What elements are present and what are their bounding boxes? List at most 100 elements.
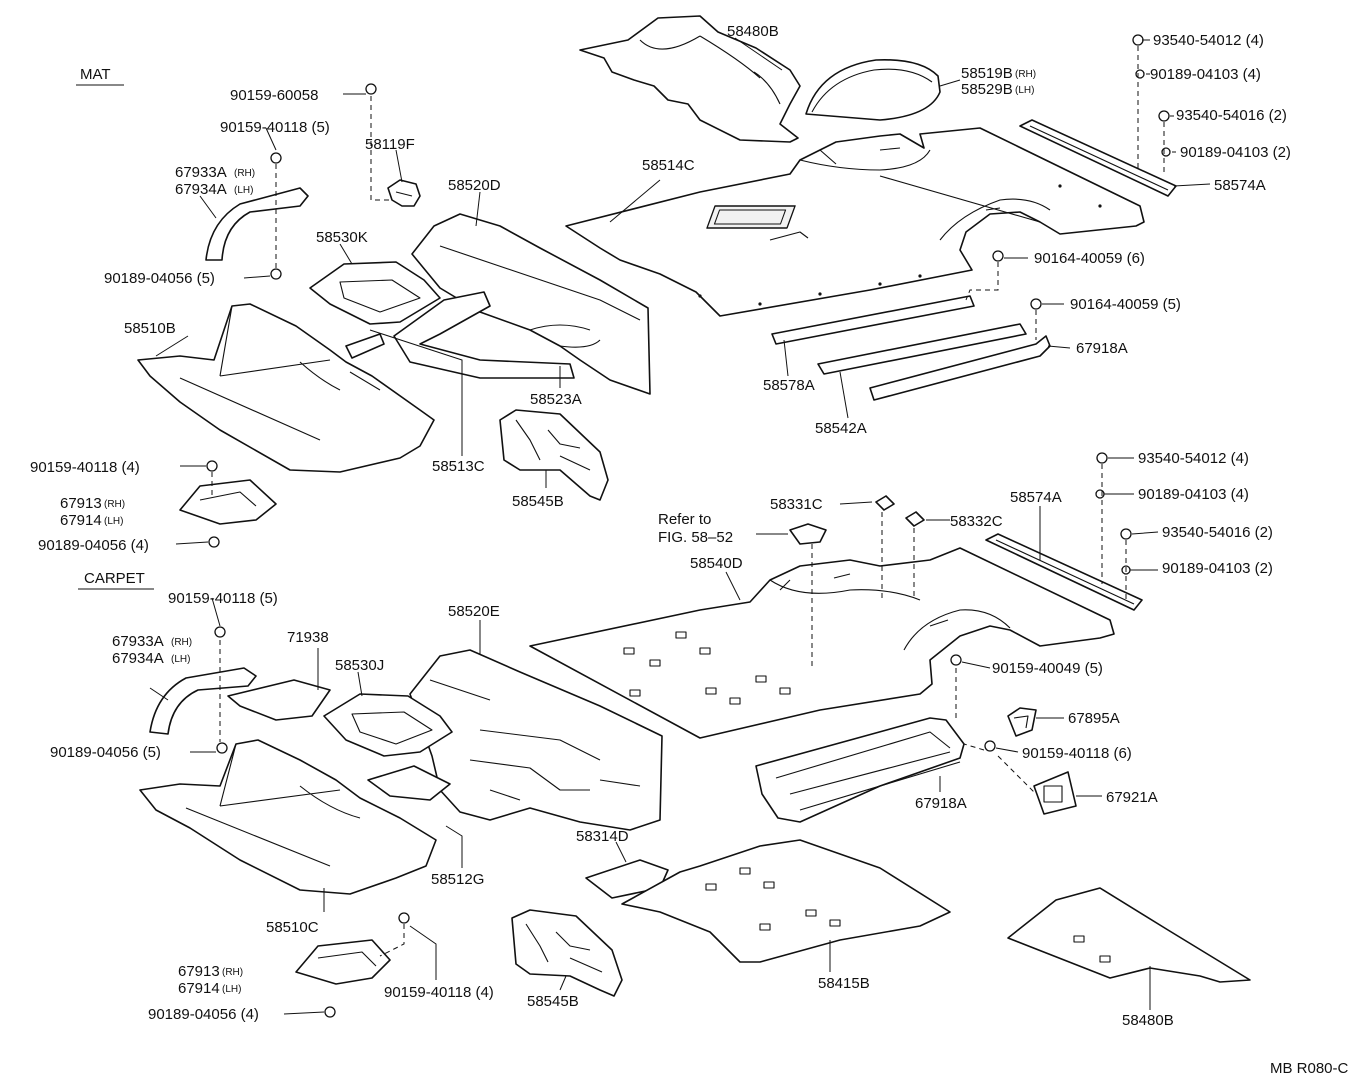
label-67934A-b: 67934A — [112, 650, 164, 667]
label-58519B-side: (RH) — [1015, 69, 1036, 80]
label-90159-40118-6: 90159-40118 (6) — [1022, 745, 1132, 762]
part-58513C — [345, 333, 385, 359]
reference-line1: Refer to — [658, 511, 711, 528]
label-58512G: 58512G — [431, 871, 484, 888]
label-58520D: 58520D — [448, 177, 501, 194]
part-67921A — [1033, 771, 1077, 815]
label-58530K: 58530K — [316, 229, 368, 246]
section-title-carpet: CARPET — [84, 570, 145, 587]
part-58480B-bottom — [1007, 887, 1251, 983]
label-67914-b-side: (LH) — [222, 984, 241, 995]
part-67933A-bottom — [149, 667, 257, 735]
part-58530J — [323, 693, 453, 757]
part-58574A-bottom — [985, 533, 1143, 611]
label-58314D: 58314D — [576, 828, 629, 845]
label-67933A-b: 67933A — [112, 633, 164, 650]
part-58523A — [393, 291, 575, 379]
label-90189-04103-2a: 90189-04103 (2) — [1180, 144, 1291, 161]
label-58513C: 58513C — [432, 458, 485, 475]
label-58574A-a: 58574A — [1214, 177, 1266, 194]
label-67934A-b-side: (LH) — [171, 654, 190, 665]
part-58545B-top — [499, 409, 609, 501]
label-71938: 71938 — [287, 629, 329, 646]
label-67913-a-side: (RH) — [104, 499, 125, 510]
label-90189-04056-5a: 90189-04056 (5) — [104, 270, 215, 287]
label-58529B-side: (LH) — [1015, 85, 1034, 96]
part-58314D — [585, 859, 669, 899]
label-67914-b: 67914 — [178, 980, 220, 997]
part-labels: 58480B 58519B (RH) 58529B (LH) 93540-540… — [30, 23, 1349, 1077]
label-58480B-bottom: 58480B — [1122, 1012, 1174, 1029]
label-67913-b: 67913 — [178, 963, 220, 980]
leader-lines — [149, 37, 1211, 1015]
label-67933A-a: 67933A — [175, 164, 227, 181]
label-90159-40118-5a: 90159-40118 (5) — [220, 119, 330, 136]
part-ref-fig-58-52 — [789, 523, 827, 545]
part-58510C — [139, 739, 437, 895]
label-67895A: 67895A — [1068, 710, 1120, 727]
label-67918A-a: 67918A — [1076, 340, 1128, 357]
part-58512G — [367, 765, 451, 801]
part-58542A — [817, 323, 1027, 375]
label-58545B-b: 58545B — [527, 993, 579, 1010]
part-67895A — [1007, 707, 1037, 737]
label-93540-54012-a: 93540-54012 (4) — [1153, 32, 1264, 49]
label-58523A: 58523A — [530, 391, 582, 408]
label-67921A: 67921A — [1106, 789, 1158, 806]
label-67933A-a-side: (RH) — [234, 168, 255, 179]
label-93540-54016-b: 93540-54016 (2) — [1162, 524, 1273, 541]
label-90189-04056-4b: 90189-04056 (4) — [148, 1006, 259, 1023]
label-90159-60058: 90159-60058 — [230, 87, 318, 104]
section-carpet: CARPET — [78, 570, 154, 590]
label-67934A-a: 67934A — [175, 181, 227, 198]
label-58529B: 58529B — [961, 81, 1013, 98]
label-58542A: 58542A — [815, 420, 867, 437]
label-58332C: 58332C — [950, 513, 1003, 530]
part-58510B — [137, 303, 435, 473]
part-58545B-bottom — [511, 909, 623, 997]
label-67933A-b-side: (RH) — [171, 637, 192, 648]
label-93540-54012-b: 93540-54012 (4) — [1138, 450, 1249, 467]
label-58540D: 58540D — [690, 555, 743, 572]
label-58510C: 58510C — [266, 919, 319, 936]
label-58510B: 58510B — [124, 320, 176, 337]
section-mat: MAT — [76, 66, 124, 86]
part-58119F — [387, 179, 421, 207]
part-58578A — [771, 295, 975, 345]
label-67913-b-side: (RH) — [222, 967, 243, 978]
label-90159-40049: 90159-40049 (5) — [992, 660, 1103, 677]
label-58119F: 58119F — [365, 136, 415, 153]
label-90164-40059-6: 90164-40059 (6) — [1034, 250, 1145, 267]
part-58519B — [805, 59, 941, 121]
label-67918A-b: 67918A — [915, 795, 967, 812]
label-90189-04056-4a: 90189-04056 (4) — [38, 537, 149, 554]
label-90189-04103-2b: 90189-04103 (2) — [1162, 560, 1273, 577]
label-90189-04056-5b: 90189-04056 (5) — [50, 744, 161, 761]
label-58514C: 58514C — [642, 157, 695, 174]
part-58514C — [565, 127, 1145, 317]
part-58332C — [905, 511, 925, 527]
label-67914-a: 67914 — [60, 512, 102, 529]
label-90189-04103-4b: 90189-04103 (4) — [1138, 486, 1249, 503]
part-58331C — [875, 495, 895, 511]
label-90159-40118-5b: 90159-40118 (5) — [168, 590, 278, 607]
label-58574A-b: 58574A — [1010, 489, 1062, 506]
label-58415B: 58415B — [818, 975, 870, 992]
label-58545B-a: 58545B — [512, 493, 564, 510]
label-90189-04103-4a: 90189-04103 (4) — [1150, 66, 1261, 83]
part-58520E — [409, 649, 663, 831]
label-58520E: 58520E — [448, 603, 500, 620]
label-58530J: 58530J — [335, 657, 384, 674]
label-58480B-top: 58480B — [727, 23, 779, 40]
part-67913-top — [179, 479, 277, 525]
section-title-mat: MAT — [80, 66, 111, 83]
label-67913-a: 67913 — [60, 495, 102, 512]
label-58331C: 58331C — [770, 496, 823, 513]
part-71938 — [227, 679, 331, 721]
label-67914-a-side: (LH) — [104, 516, 123, 527]
part-58415B — [621, 839, 951, 963]
label-93540-54016-a: 93540-54016 (2) — [1176, 107, 1287, 124]
label-58578A: 58578A — [763, 377, 815, 394]
label-90159-40118-4a: 90159-40118 (4) — [30, 459, 140, 476]
